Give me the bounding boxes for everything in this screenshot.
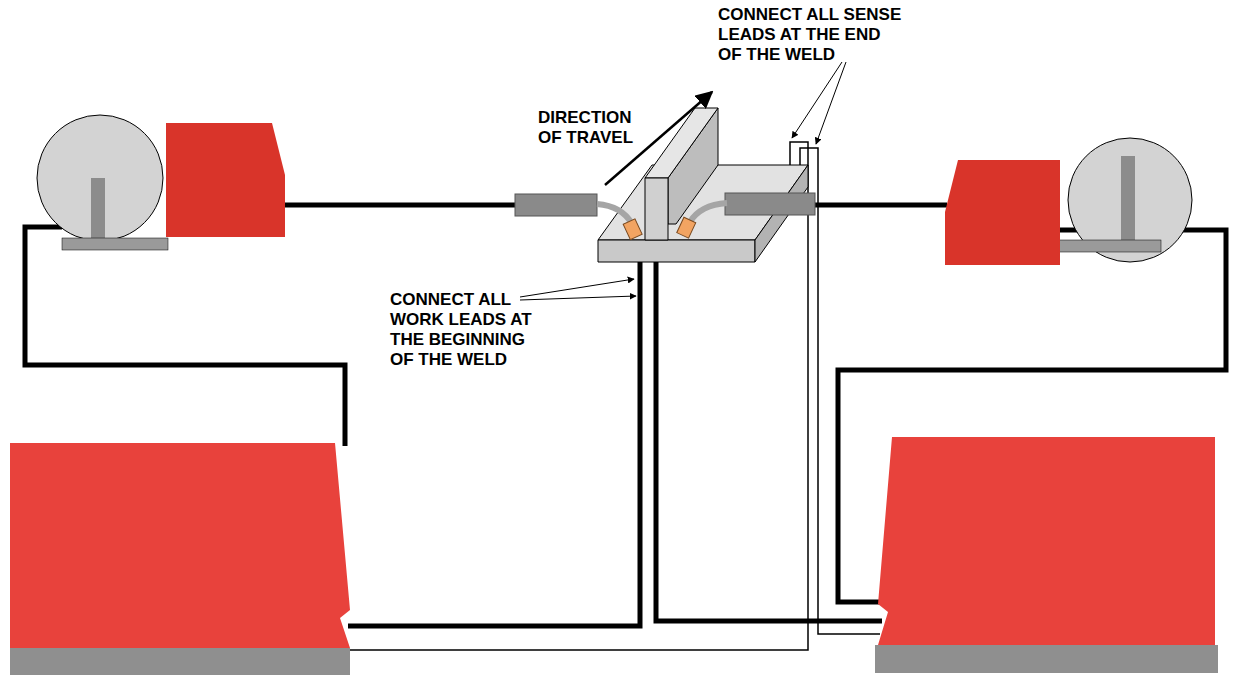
- sense-lead: [800, 148, 880, 634]
- gun-neck: [597, 204, 632, 224]
- power-source: [10, 443, 350, 648]
- leader-line: [520, 296, 636, 300]
- feeder-base: [1055, 240, 1161, 252]
- wire-feeder: [945, 160, 1060, 265]
- spool-stand: [1121, 156, 1135, 240]
- feeder-base: [62, 238, 168, 250]
- sense-lead: [348, 142, 808, 650]
- wire-feeder: [166, 123, 285, 237]
- note-label: DIRECTION OF TRAVEL: [538, 108, 640, 148]
- power-source-base: [875, 645, 1218, 673]
- gun-cable: [813, 203, 947, 208]
- gun-neck: [690, 203, 727, 222]
- power-source-base: [10, 648, 350, 675]
- contact-tip: [623, 219, 642, 240]
- leader-line: [792, 62, 842, 138]
- leader-line: [816, 62, 846, 144]
- welding-gun: [515, 194, 597, 216]
- feeder-cable: [25, 227, 345, 446]
- sense-leads: [348, 142, 880, 650]
- gun-cable: [285, 203, 517, 208]
- web-front: [645, 178, 668, 240]
- wire-spool: [37, 115, 163, 241]
- note-label: CONNECT ALL SENSE LEADS AT THE END OF TH…: [718, 5, 907, 65]
- welding-gun: [725, 193, 815, 215]
- contact-tip: [677, 217, 696, 238]
- leader-lines: [520, 62, 846, 300]
- power-source: [878, 437, 1215, 645]
- note-label: CONNECT ALL WORK LEADS AT THE BEGINNING …: [390, 290, 543, 370]
- leader-line: [520, 279, 634, 297]
- plate-front: [598, 240, 755, 262]
- spool-stand: [91, 178, 105, 240]
- work-lead: [348, 262, 640, 626]
- work-lead: [656, 262, 882, 621]
